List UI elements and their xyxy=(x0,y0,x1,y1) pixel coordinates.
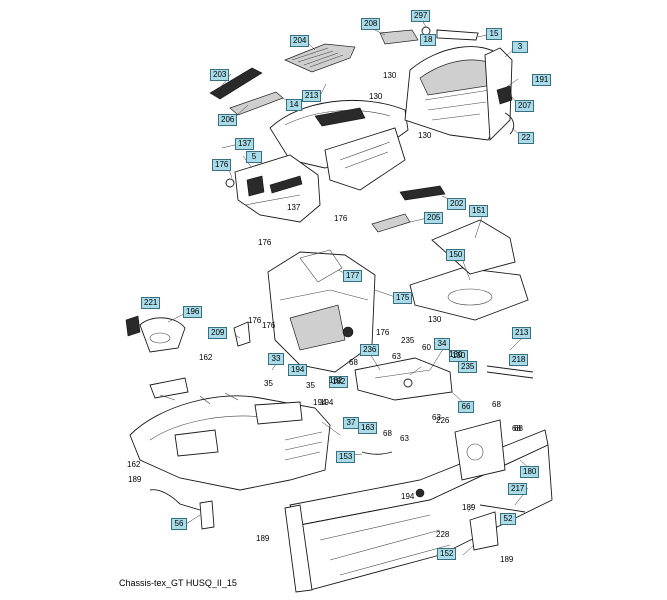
hw-label-176-c: 176 xyxy=(376,328,390,337)
hw-label-130-a: 130 xyxy=(383,71,397,80)
hw-label-35-b: 35 xyxy=(306,381,315,390)
part-label-207[interactable]: 207 xyxy=(515,100,535,112)
dash-panel xyxy=(225,154,321,223)
part-label-22[interactable]: 22 xyxy=(518,132,534,144)
axle-brackets xyxy=(479,365,534,513)
hw-label-189-a: 189 xyxy=(128,475,142,484)
hw-label-68-b: 68 xyxy=(383,429,392,438)
part-label-175[interactable]: 175 xyxy=(393,292,413,304)
top-small-parts xyxy=(379,26,515,135)
hw-label-137: 137 xyxy=(287,203,301,212)
hw-label-130-e: 130 xyxy=(449,350,463,359)
hw-label-68-e: 68 xyxy=(512,424,521,433)
hw-label-182: 182 xyxy=(329,376,343,385)
part-label-14[interactable]: 14 xyxy=(286,99,302,111)
part-label-3[interactable]: 3 xyxy=(512,41,528,53)
hw-label-226: 226 xyxy=(436,416,450,425)
hw-label-194-b: 194 xyxy=(320,398,334,407)
hw-label-228: 228 xyxy=(436,530,450,539)
part-label-152[interactable]: 152 xyxy=(437,548,457,560)
hw-label-35-a: 35 xyxy=(264,379,273,388)
hw-label-162-static: 162 xyxy=(127,460,141,469)
chassis-frame xyxy=(284,419,553,593)
hw-label-189-c: 189 xyxy=(500,555,514,564)
part-label-235-box[interactable]: 235 xyxy=(458,361,478,373)
part-label-177[interactable]: 177 xyxy=(343,270,363,282)
part-label-153[interactable]: 153 xyxy=(336,451,356,463)
hood-body xyxy=(269,99,409,191)
part-label-191[interactable]: 191 xyxy=(532,74,552,86)
part-label-194[interactable]: 194 xyxy=(288,364,308,376)
part-label-180[interactable]: 180 xyxy=(520,466,540,478)
figure-caption: Chassis-tex_GT HUSQ_II_15 xyxy=(119,578,237,588)
part-label-163[interactable]: 163 xyxy=(358,422,378,434)
hw-label-130-b: 130 xyxy=(369,92,383,101)
hw-label-162-a: 162 xyxy=(199,353,213,362)
part-label-18[interactable]: 18 xyxy=(420,34,436,46)
part-label-213[interactable]: 213 xyxy=(512,327,532,339)
hw-label-194-c: 194 xyxy=(401,492,415,501)
hood-top-panel xyxy=(284,43,356,73)
hw-label-63-c: 63 xyxy=(432,413,441,422)
part-label-56[interactable]: 56 xyxy=(171,518,187,530)
part-label-213-top[interactable]: 213 xyxy=(302,90,322,102)
part-label-203[interactable]: 203 xyxy=(210,69,230,81)
floor-pan-plate xyxy=(409,219,529,321)
part-label-297[interactable]: 297 xyxy=(411,10,431,22)
part-label-206[interactable]: 206 xyxy=(218,114,238,126)
hw-label-63-b: 63 xyxy=(400,434,409,443)
hw-label-63-a: 63 xyxy=(392,352,401,361)
seat-bracket-parts xyxy=(125,315,251,399)
part-label-150[interactable]: 150 xyxy=(446,249,466,261)
footrest-deck xyxy=(129,392,331,491)
part-label-217[interactable]: 217 xyxy=(508,483,528,495)
part-label-209[interactable]: 209 xyxy=(208,327,228,339)
steering-tower xyxy=(267,249,376,373)
hw-label-176-b: 176 xyxy=(258,238,272,247)
part-label-221[interactable]: 221 xyxy=(141,297,161,309)
lower-left-hardware xyxy=(149,451,425,530)
part-label-208[interactable]: 208 xyxy=(361,18,381,30)
part-label-176[interactable]: 176 xyxy=(212,159,232,171)
part-label-5[interactable]: 5 xyxy=(246,151,262,163)
front-bumper-grille xyxy=(404,46,513,142)
hw-label-189-b: 189 xyxy=(256,534,270,543)
part-label-137[interactable]: 137 xyxy=(235,138,255,150)
hw-label-130-c: 130 xyxy=(418,131,432,140)
part-label-15[interactable]: 15 xyxy=(486,28,502,40)
hw-label-130-d: 130 xyxy=(428,315,442,324)
hw-label-68-c: 68 xyxy=(492,400,501,409)
part-label-33[interactable]: 33 xyxy=(268,353,284,365)
part-label-218[interactable]: 218 xyxy=(509,354,529,366)
hw-label-189-d: 189 xyxy=(462,503,476,512)
part-label-182[interactable]: 182 xyxy=(329,376,349,388)
hw-label-68-d: 68 xyxy=(514,424,523,433)
hw-label-68-a: 68 xyxy=(349,358,358,367)
part-label-204[interactable]: 204 xyxy=(290,35,310,47)
part-label-205[interactable]: 205 xyxy=(424,212,444,224)
hw-label-176-e: 176 xyxy=(248,316,262,325)
part-label-66[interactable]: 66 xyxy=(458,401,474,413)
pedal-bracket xyxy=(354,357,453,401)
part-label-202[interactable]: 202 xyxy=(447,198,467,210)
part-label-37[interactable]: 37 xyxy=(343,417,359,429)
hw-label-60: 60 xyxy=(422,343,431,352)
hw-label-194-a: 194 xyxy=(313,398,327,407)
part-label-151[interactable]: 151 xyxy=(469,205,489,217)
part-label-34[interactable]: 34 xyxy=(434,338,450,350)
part-label-52[interactable]: 52 xyxy=(500,513,516,525)
part-label-236-box[interactable]: 236 xyxy=(360,344,380,356)
fuel-tank-grille xyxy=(371,185,446,233)
part-label-196[interactable]: 196 xyxy=(183,306,203,318)
hw-label-176-a: 176 xyxy=(334,214,348,223)
hw-label-235: 235 xyxy=(401,336,415,345)
hw-label-176-d: 176 xyxy=(262,321,276,330)
